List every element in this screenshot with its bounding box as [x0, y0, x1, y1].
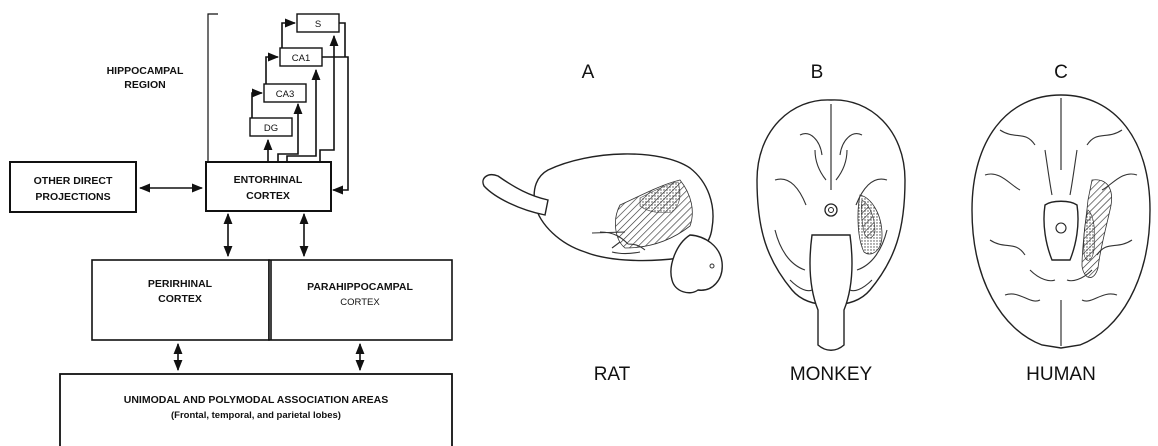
dentate-gyrus-label: DG [264, 123, 278, 134]
ca1-to-s-arrow [282, 23, 295, 48]
monkey-brain-illustration [757, 100, 905, 350]
human-brain-illustration [972, 95, 1150, 348]
species-label-rat: RAT [594, 364, 631, 385]
subiculum-label: S [315, 19, 321, 30]
perirhinal-label-2: CORTEX [158, 293, 202, 305]
species-label-monkey: MONKEY [790, 364, 873, 385]
other-direct-label-2: PROJECTIONS [35, 191, 110, 203]
association-label-1: UNIMODAL AND POLYMODAL ASSOCIATION AREAS [124, 394, 388, 406]
association-label-2: (Frontal, temporal, and parietal lobes) [171, 410, 341, 421]
species-label-human: HUMAN [1026, 364, 1096, 385]
entorhinal-label-2: CORTEX [246, 190, 290, 202]
hippocampal-region-bracket [208, 14, 218, 162]
entorhinal-label-1: ENTORHINAL [234, 174, 303, 186]
ca3-label: CA3 [276, 89, 294, 100]
panel-letter-b: B [811, 62, 824, 83]
panel-letter-a: A [582, 62, 595, 83]
other-direct-label-1: OTHER DIRECT [34, 175, 113, 187]
ca3-to-ca1-arrow [266, 57, 278, 84]
subiculum-return-line [339, 23, 345, 57]
hippocampal-region-label-2: REGION [124, 79, 165, 91]
hippocampal-region-label-1: HIPPOCAMPAL [107, 65, 184, 77]
other-direct-projections-box [10, 162, 136, 212]
panel-letter-c: C [1054, 62, 1068, 83]
parahippocampal-label-2: CORTEX [340, 297, 380, 308]
dg-to-ca3-arrow [252, 93, 262, 118]
parahippocampal-label-1: PARAHIPPOCAMPAL [307, 281, 413, 293]
ca1-label: CA1 [292, 53, 310, 64]
hippocampal-flow-diagram: HIPPOCAMPAL REGION S CA1 CA3 DG ENTORHIN… [10, 14, 452, 446]
entorhinal-cortex-box [206, 162, 331, 211]
rat-brain-illustration [483, 154, 722, 293]
perirhinal-label-1: PERIRHINAL [148, 278, 213, 290]
